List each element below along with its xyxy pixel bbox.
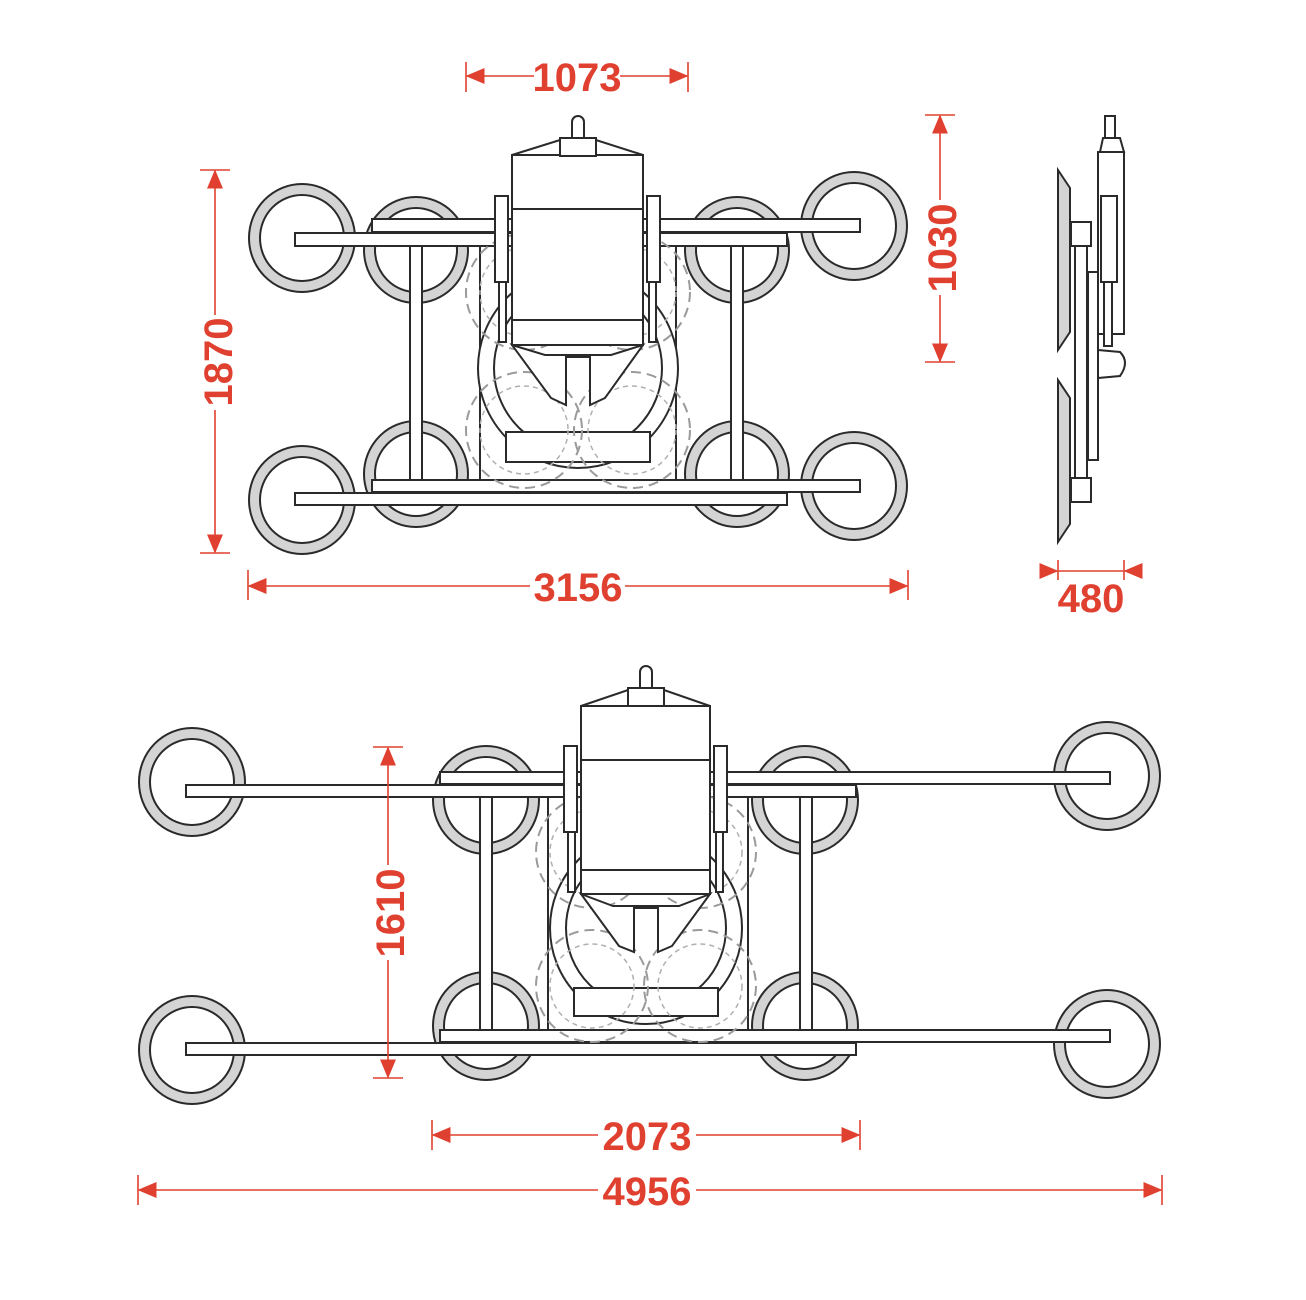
dimension-480: 480: [1039, 560, 1143, 621]
dimension-label: 1870: [197, 318, 241, 407]
dimension-label: 480: [1058, 577, 1125, 621]
rotator-body: [465, 115, 691, 489]
dimension-4956: 4956: [137, 1170, 1163, 1214]
bottom-view-extended: [138, 665, 1161, 1105]
rotator-body: [535, 665, 757, 1043]
side-view: [1057, 115, 1126, 546]
dimension-3156: 3156: [247, 566, 909, 610]
dimension-label: 3156: [534, 566, 623, 610]
dimension-label: 1610: [369, 869, 413, 958]
dimension-label: 1073: [533, 56, 622, 100]
top-view-compact: [248, 115, 908, 555]
dimension-2073: 2073: [431, 1115, 861, 1159]
dimension-label: 2073: [603, 1115, 692, 1159]
dimension-1030: 1030: [921, 114, 965, 363]
dimension-label: 1030: [921, 204, 965, 293]
dimension-1073: 1073: [465, 56, 689, 100]
dimension-1870: 1870: [197, 169, 241, 554]
dimension-label: 4956: [603, 1170, 692, 1214]
dimension-1610: 1610: [369, 746, 413, 1079]
